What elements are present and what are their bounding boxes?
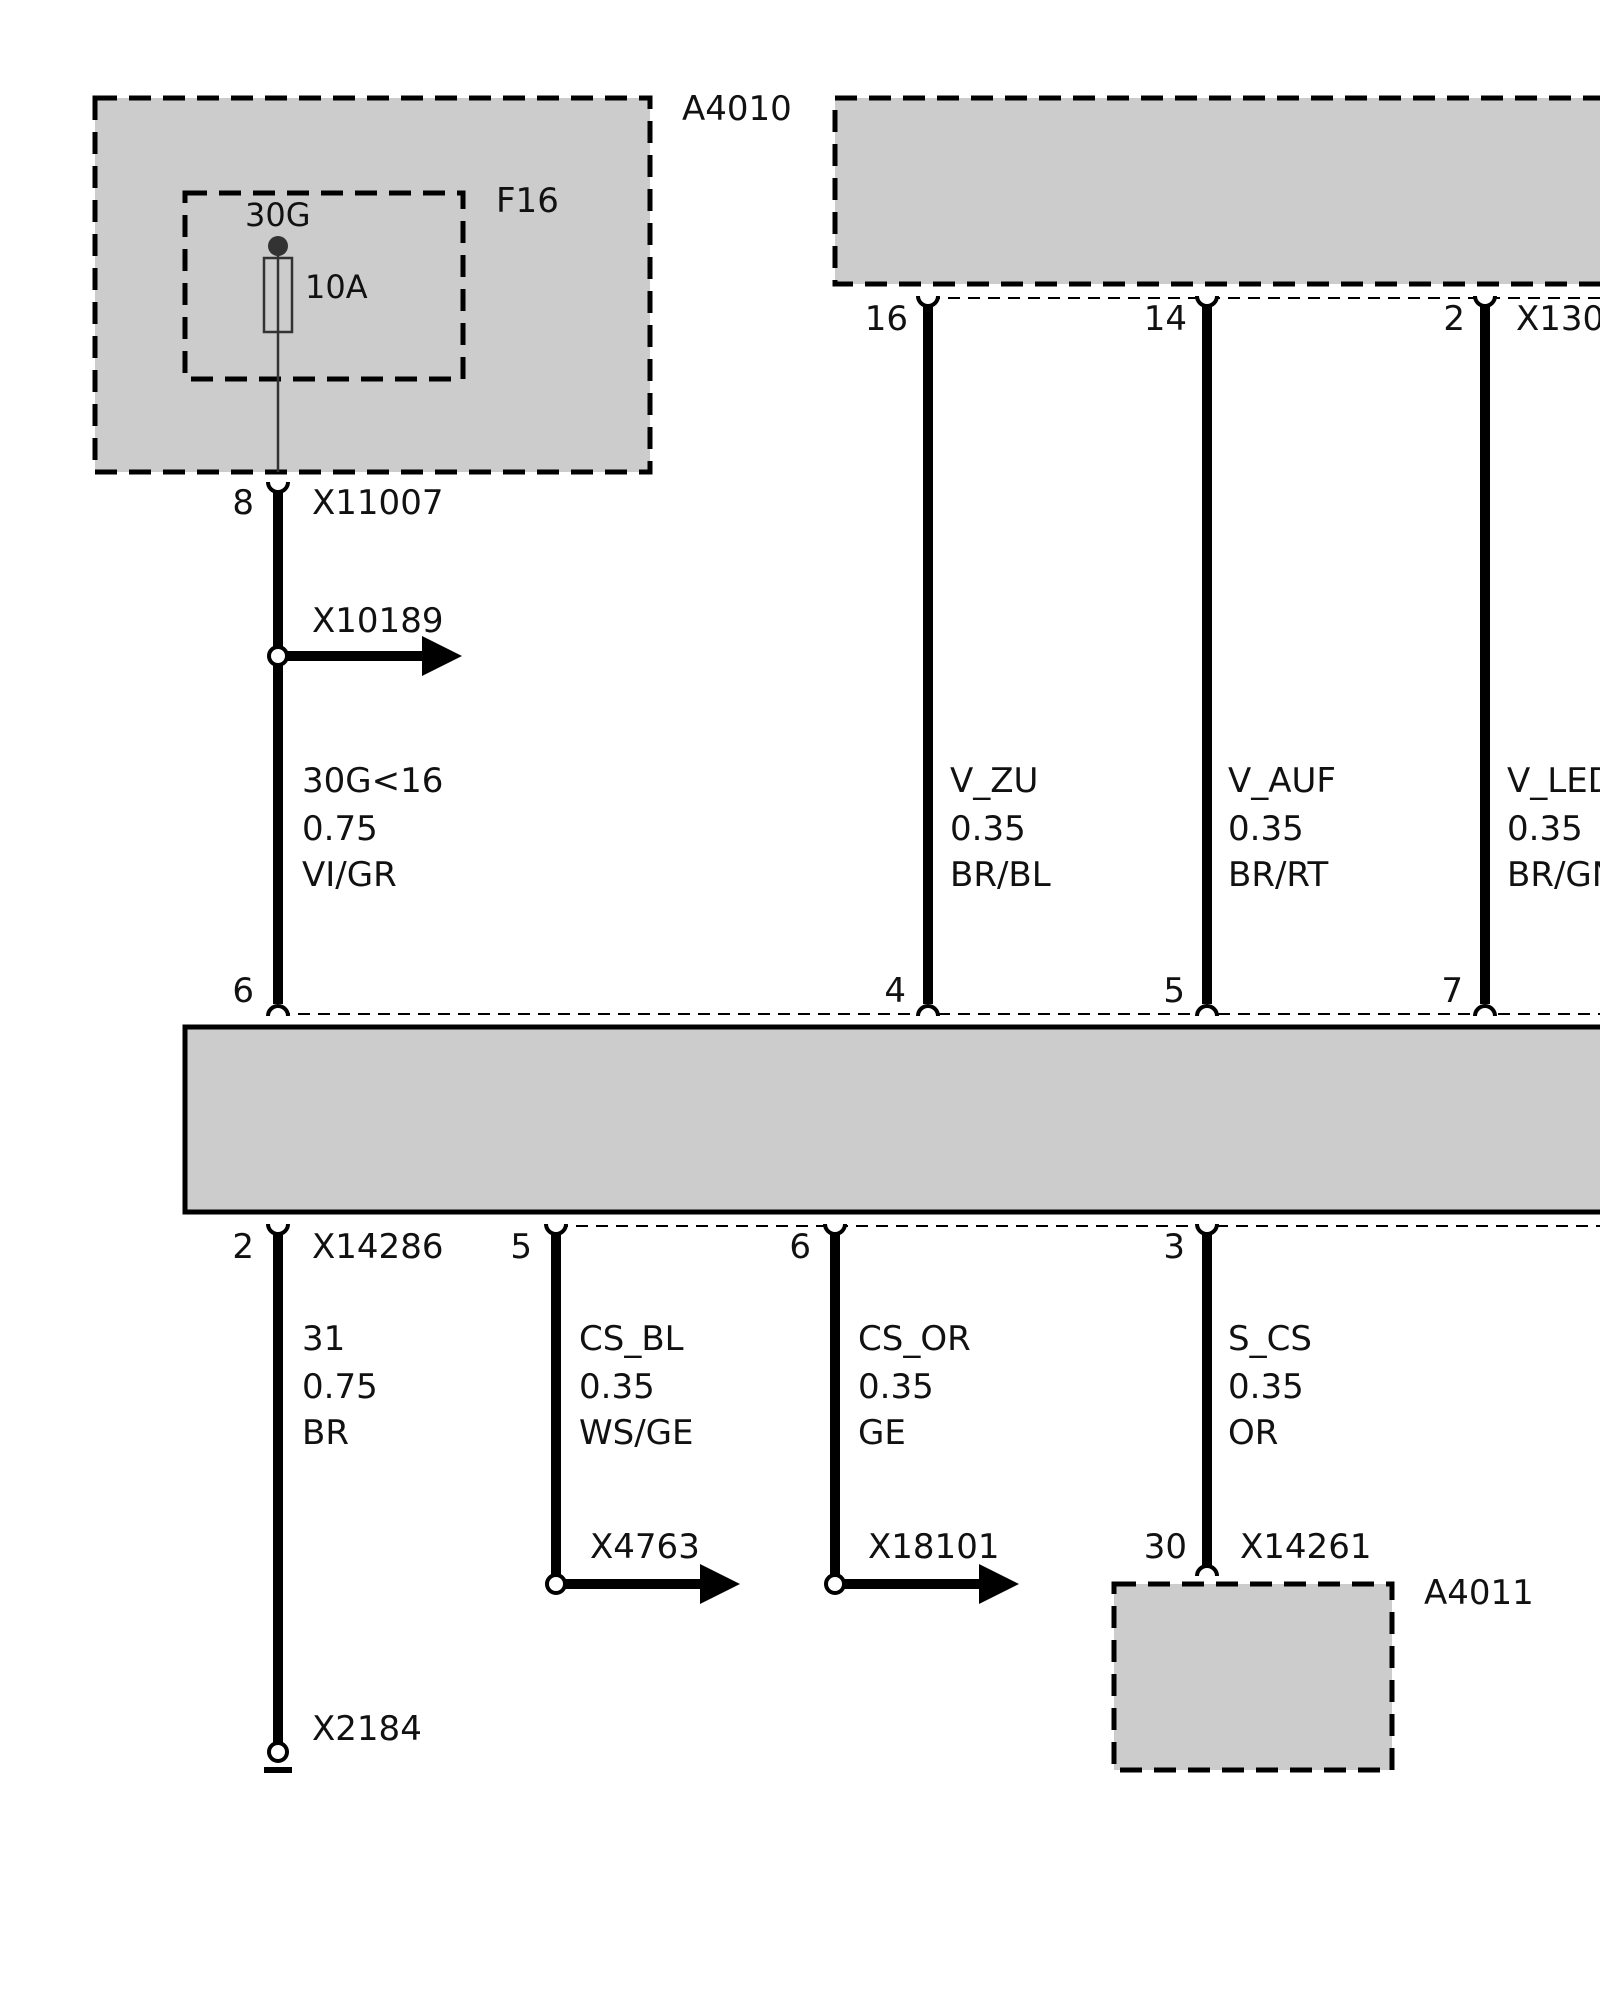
label-f16: F16: [496, 181, 559, 221]
wire-label-cs-or: CS_OR 0.35 GE: [858, 1319, 971, 1453]
label-x10189: X10189: [312, 601, 443, 641]
splice-x18101: [824, 1573, 846, 1595]
wire-color: VI/GR: [302, 855, 397, 895]
pin-bot-2: 2: [232, 1227, 254, 1267]
label-fuse-rating: 10A: [305, 268, 368, 306]
module-a4011: [1111, 1581, 1395, 1773]
pin-mid-5: 5: [1163, 971, 1185, 1011]
pin-arc-mid-7: [1473, 1004, 1497, 1017]
pin-arc-bot-6: [823, 1223, 847, 1236]
pin-top-2: 2: [1443, 299, 1465, 339]
arrow-x18101: [979, 1564, 1019, 1604]
wire-name: CS_OR: [858, 1319, 971, 1359]
pin-arc-mid-5: [1195, 1004, 1219, 1017]
wire-name: 30G<16: [302, 761, 443, 801]
label-x14286: X14286: [312, 1227, 443, 1267]
wire-color: BR/RT: [1228, 855, 1329, 895]
wire-color: WS/GE: [579, 1413, 693, 1453]
wire-label-v-led: V_LED 0.35 BR/GN: [1507, 761, 1600, 895]
wire-color: BR/BL: [950, 855, 1051, 895]
wire-label-v-auf: V_AUF 0.35 BR/RT: [1228, 761, 1336, 895]
wire-color: GE: [858, 1413, 906, 1453]
wire-color: OR: [1228, 1413, 1278, 1453]
wire-color: BR/GN: [1507, 855, 1600, 895]
pin-bot-3: 3: [1163, 1227, 1185, 1267]
module-a4010: [92, 95, 653, 475]
wire-size: 0.35: [1228, 809, 1304, 849]
pin-x14261: 30: [1144, 1527, 1187, 1567]
module-center: [182, 1024, 1600, 1215]
wire-name: V_LED: [1507, 761, 1600, 801]
wire-label-30g-16: 30G<16 0.75 VI/GR: [302, 761, 443, 895]
wire-size: 0.75: [302, 1367, 378, 1407]
wire-name: V_AUF: [1228, 761, 1336, 801]
splice-x10189: [267, 645, 289, 667]
wire-label-s-cs: S_CS 0.35 OR: [1228, 1319, 1312, 1453]
label-fuse-terminal: 30G: [245, 196, 311, 234]
label-x4763: X4763: [590, 1527, 700, 1567]
label-x130: X130: [1516, 299, 1600, 339]
pin-mid-4: 4: [884, 971, 906, 1011]
wire-size: 0.35: [950, 809, 1026, 849]
pin-top-16: 16: [865, 299, 908, 339]
arrow-x4763: [700, 1564, 740, 1604]
pin-arc-x14261-30: [1195, 1564, 1219, 1577]
splice-x2184: [267, 1741, 289, 1763]
pin-x11007: 8: [232, 483, 254, 523]
module-top-right: [832, 95, 1600, 287]
pin-arc-top-2: [1473, 295, 1497, 308]
pin-arc-bot-2: [266, 1223, 290, 1236]
wire-size: 0.35: [1507, 809, 1583, 849]
pin-arc-mid-4: [916, 1004, 940, 1017]
pin-mid-7: 7: [1441, 971, 1463, 1011]
wire-name: S_CS: [1228, 1319, 1312, 1359]
label-x14261: X14261: [1240, 1527, 1371, 1567]
pin-top-14: 14: [1144, 299, 1187, 339]
wire-name: CS_BL: [579, 1319, 684, 1359]
label-a4011: A4011: [1424, 1573, 1534, 1613]
wire-size: 0.35: [579, 1367, 655, 1407]
pin-arc-mid-6: [266, 1004, 290, 1017]
pin-bot-5: 5: [510, 1227, 532, 1267]
label-a4010: A4010: [682, 89, 792, 129]
pin-mid-6: 6: [232, 971, 254, 1011]
arrow-x10189: [422, 636, 462, 676]
pin-bot-6: 6: [789, 1227, 811, 1267]
wire-label-v-zu: V_ZU 0.35 BR/BL: [950, 761, 1051, 895]
label-x18101: X18101: [868, 1527, 999, 1567]
wire-label-cs-bl: CS_BL 0.35 WS/GE: [579, 1319, 693, 1453]
label-x2184: X2184: [312, 1709, 422, 1749]
label-x11007: X11007: [312, 483, 443, 523]
splice-x4763: [545, 1573, 567, 1595]
wire-color: BR: [302, 1413, 349, 1453]
fuse-box-f16: [182, 190, 466, 382]
wire-label-31: 31 0.75 BR: [302, 1319, 378, 1453]
wire-name: 31: [302, 1319, 345, 1359]
pin-arc-top-16: [916, 295, 940, 308]
wire-size: 0.35: [858, 1367, 934, 1407]
pin-arc-top-14: [1195, 295, 1219, 308]
wire-size: 0.75: [302, 809, 378, 849]
pin-arc-bot-3: [1195, 1223, 1219, 1236]
wire-name: V_ZU: [950, 761, 1038, 801]
wire-size: 0.35: [1228, 1367, 1304, 1407]
pin-arc-bot-5: [544, 1223, 568, 1236]
pin-arc-x11007-8: [266, 481, 290, 494]
